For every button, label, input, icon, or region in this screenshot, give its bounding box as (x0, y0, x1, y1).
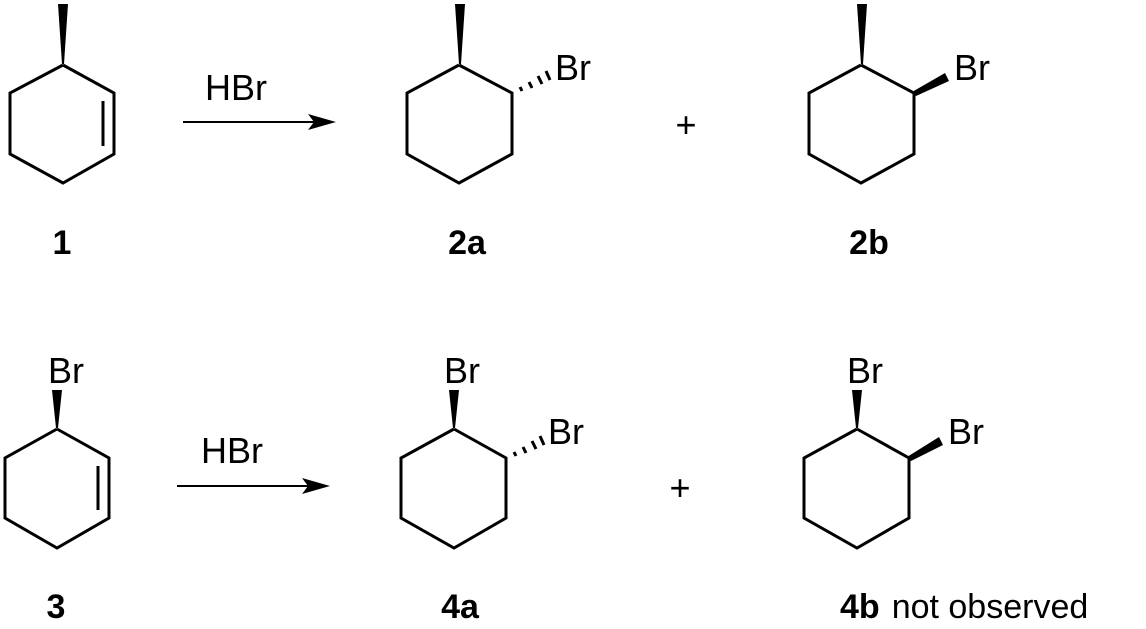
ring-bonds (802, 427, 911, 550)
compound-label-2b: 2b (849, 224, 889, 262)
hashed-bond (512, 435, 546, 457)
compound-label-3: 3 (47, 588, 66, 626)
methyl-wedge-bond (455, 4, 465, 64)
methyl-wedge-bond (58, 4, 68, 64)
atom-br: Br (954, 47, 990, 88)
compound-4b-structure (802, 390, 943, 550)
atom-br: Br (847, 350, 883, 391)
br-wedge-bond (52, 390, 62, 428)
compound-3-structure (3, 390, 111, 550)
atom-br: Br (48, 350, 84, 391)
compound-label-2a: 2a (448, 224, 487, 262)
compound-label-1: 1 (53, 224, 72, 262)
atom-br: Br (444, 350, 480, 391)
ring-bonds (807, 63, 916, 185)
br-wedge-bond (907, 437, 943, 461)
compound-1-structure (8, 4, 116, 185)
atom-br: Br (948, 411, 984, 452)
plus-sign: + (675, 104, 696, 145)
reagent-label: HBr (205, 67, 267, 108)
br-wedge-bond (852, 390, 862, 428)
atom-br: Br (555, 47, 591, 88)
methyl-wedge-bond (857, 4, 867, 64)
br-wedge-bond (912, 73, 949, 96)
compound-label-4a: 4a (441, 588, 480, 626)
reaction-arrow (177, 478, 330, 494)
ring-bonds (405, 63, 514, 185)
reaction-arrow (183, 114, 336, 130)
ring-bonds (3, 427, 111, 550)
atom-br: Br (548, 411, 584, 452)
hashed-bond (518, 70, 552, 92)
plus-sign: + (669, 467, 690, 508)
compound-4a-structure (399, 390, 546, 550)
compound-2a-structure (405, 4, 552, 185)
ring-bonds (399, 427, 508, 550)
reagent-label: HBr (201, 430, 263, 471)
br-wedge-bond (449, 390, 459, 428)
compound-label-4b: 4b (840, 588, 880, 626)
compound-label-4b-group: 4b not observed (840, 588, 1088, 626)
ring-bonds (8, 63, 116, 185)
compound-2b-structure (807, 4, 949, 185)
not-observed-note: not observed (892, 588, 1089, 626)
